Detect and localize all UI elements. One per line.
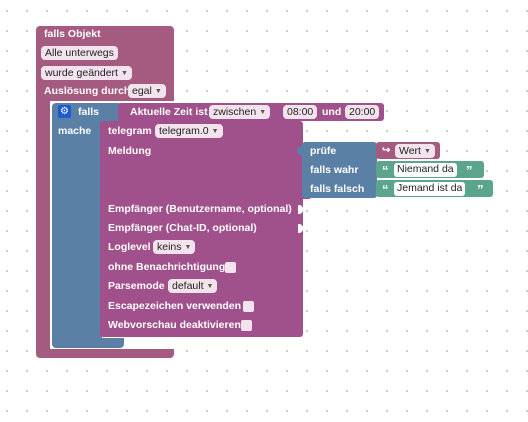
ternary-block[interactable] [302,142,377,198]
if-true-label: falls wahr [310,164,359,176]
variable-dropdown[interactable]: Wert▼ [395,144,435,158]
telegram-instance-dropdown[interactable]: telegram.0▼ [155,124,223,138]
trigger-block-side [36,100,50,350]
recipient-chat-label: Empfänger (Chat-ID, optional) [108,222,257,234]
chevron-down-icon: ▼ [206,283,214,290]
parsemode-label: Parsemode [108,280,165,292]
to-time-field[interactable]: 20:00 [345,105,380,119]
ternary-output-plug [297,146,302,155]
range-operator-dropdown[interactable]: zwischen▼ [209,105,271,119]
time-compare-label: Aktuelle Zeit ist [130,106,208,118]
chevron-down-icon: ▼ [211,128,219,135]
webpreview-checkbox[interactable] [241,320,252,331]
quote-close-icon: ” [466,163,473,178]
and-label: und [322,106,342,118]
loglevel-label: Loglevel [108,241,151,253]
silent-label: ohne Benachrichtigung [108,261,226,273]
parsemode-dropdown[interactable]: default▼ [168,279,218,293]
recipient-user-label: Empfänger (Benutzername, optional) [108,203,292,215]
telegram-instance-label: telegram.0 [159,125,209,137]
recipient-chat-input-socket[interactable] [298,224,303,233]
loglevel-dropdown[interactable]: keins▼ [153,240,196,254]
if-label: falls [78,106,100,118]
quote-open-icon: “ [382,182,389,197]
recipient-user-input-socket[interactable] [298,205,303,214]
if-block-bottom [52,338,124,348]
parsemode-dropdown-label: default [172,280,204,292]
silent-checkbox[interactable] [225,262,236,273]
if-block-side [52,120,102,339]
telegram-title: telegram [108,125,152,137]
chevron-down-icon: ▼ [184,244,192,251]
telegram-block[interactable] [100,121,303,337]
trigger-by-label: Auslösung durch [44,85,131,97]
quote-open-icon: “ [382,163,389,178]
trigger-by-dropdown-label: egal [132,85,152,97]
variable-icon: ↪ [382,145,391,156]
range-operator-label: zwischen [213,106,257,118]
chevron-down-icon: ▼ [259,109,267,116]
chevron-down-icon: ▼ [423,148,431,155]
trigger-by-dropdown[interactable]: egal▼ [128,84,166,98]
message-label: Meldung [108,145,152,157]
webpreview-label: Webvorschau deaktivieren [108,319,241,331]
variable-dropdown-label: Wert [399,145,421,157]
trigger-title: falls Objekt [44,28,101,40]
escape-checkbox[interactable] [243,301,254,312]
condition-dropdown[interactable]: wurde geändert▼ [41,66,132,80]
trigger-block-bottom [36,349,174,358]
gear-icon[interactable]: ⚙ [58,105,71,118]
loglevel-dropdown-label: keins [157,241,182,253]
do-label: mache [58,125,92,137]
object-id-field[interactable]: Alle unterwegs [41,46,118,60]
chevron-down-icon: ▼ [154,88,162,95]
escape-label: Escapezeichen verwenden [108,300,242,312]
from-time-field[interactable]: 08:00 [283,105,318,119]
check-label: prüfe [310,145,337,157]
condition-dropdown-label: wurde geändert [45,67,118,79]
if-false-label: falls falsch [310,183,365,195]
quote-close-icon: ” [477,182,484,197]
true-text-field[interactable]: Niemand da [394,163,457,177]
false-text-field[interactable]: Jemand ist da [394,182,466,196]
chevron-down-icon: ▼ [120,70,128,77]
